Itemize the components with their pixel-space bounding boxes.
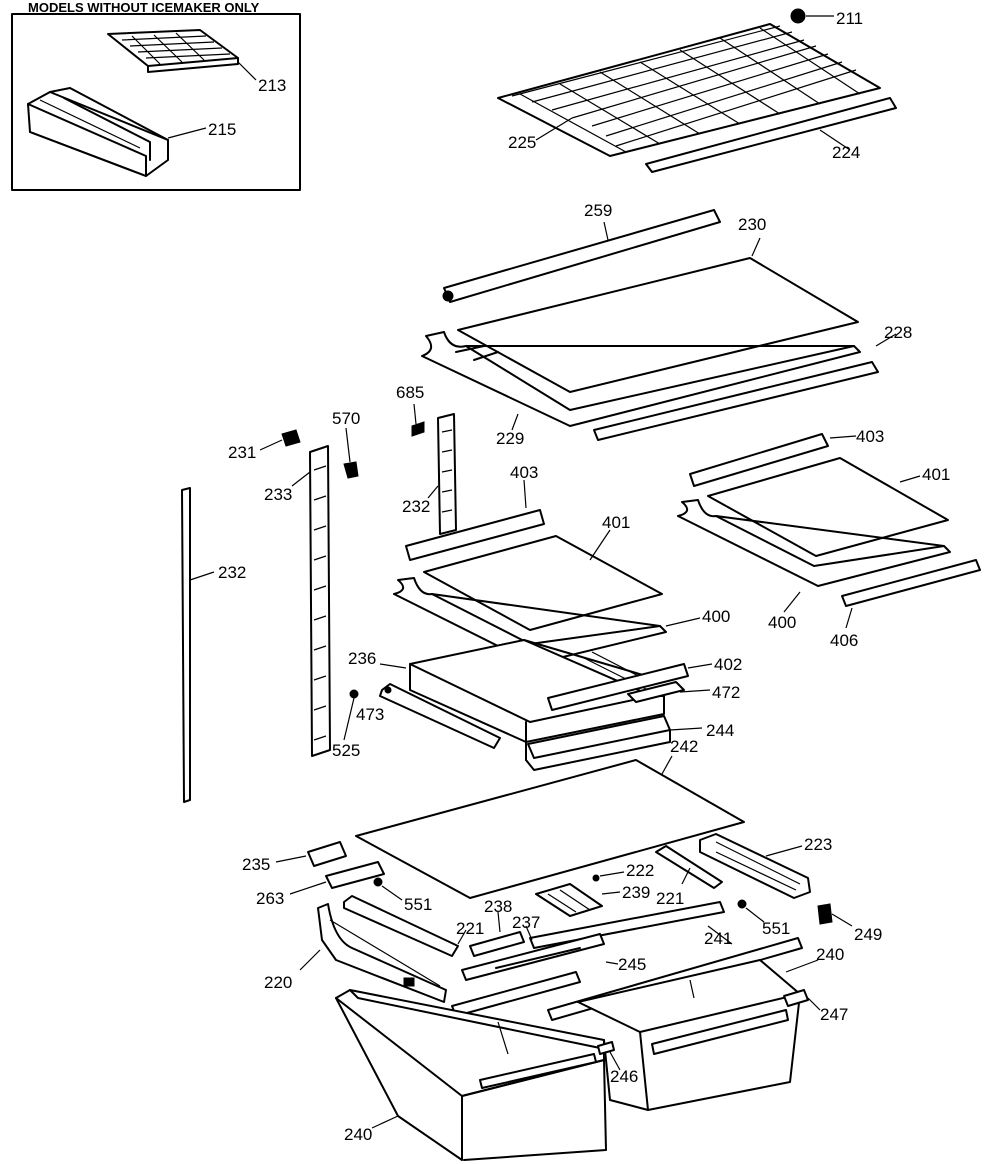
wire-shelf (497, 23, 881, 157)
icemaker-inset: MODELS WITHOUT ICEMAKER ONLY (11, 0, 301, 191)
label-232-center: 232 (402, 497, 430, 516)
label-249: 249 (854, 925, 882, 944)
label-551-left: 551 (404, 895, 432, 914)
label-222: 222 (626, 861, 654, 880)
label-263: 263 (256, 889, 284, 908)
ice-tray (107, 29, 239, 73)
shelf-frame-229 (421, 331, 861, 427)
shelf-rear-trim-228 (593, 361, 879, 441)
screw-525 (343, 689, 359, 741)
label-223: 223 (804, 835, 832, 854)
center-rail-238 (469, 931, 525, 957)
inset-title: MODELS WITHOUT ICEMAKER ONLY (28, 0, 260, 15)
shelf-stop-button (790, 8, 834, 24)
label-259: 259 (584, 201, 612, 220)
shelf-trim-406 (841, 559, 981, 607)
label-232-left: 232 (218, 563, 246, 582)
screw-551-right (737, 899, 765, 923)
pan-cover-trim-402 (547, 663, 689, 711)
label-233: 233 (264, 485, 292, 504)
label-231: 231 (228, 443, 256, 462)
label-246: 246 (610, 1067, 638, 1086)
ice-bin (27, 87, 169, 177)
label-224: 224 (832, 143, 860, 162)
divider-bracket-239 (535, 883, 603, 917)
crisper-frame-220 (317, 903, 447, 1003)
clip-249 (817, 903, 853, 927)
cover-trim-235 (307, 841, 347, 867)
cover-trim-263 (325, 861, 385, 889)
label-211: 211 (836, 9, 863, 28)
label-570: 570 (332, 409, 360, 428)
label-239: 239 (622, 883, 650, 902)
label-228: 228 (884, 323, 912, 342)
shelf-trim-403-right (689, 433, 829, 487)
label-238: 238 (484, 897, 512, 916)
label-220: 220 (264, 973, 292, 992)
label-215: 215 (208, 120, 236, 139)
label-236: 236 (348, 649, 376, 668)
label-406: 406 (830, 631, 858, 650)
label-242: 242 (670, 737, 698, 756)
label-525: 525 (332, 741, 360, 760)
label-247: 247 (820, 1005, 848, 1024)
label-473: 473 (356, 705, 384, 724)
center-rail-237 (529, 901, 725, 949)
cover-support-223 (699, 833, 811, 899)
label-229: 229 (496, 429, 524, 448)
label-221-right: 221 (656, 889, 684, 908)
drawer-handle-246 (597, 1041, 615, 1055)
label-551-right: 551 (762, 919, 790, 938)
label-403-left: 403 (510, 463, 538, 482)
shelf-frame-400-right (677, 499, 951, 587)
label-402: 402 (714, 655, 742, 674)
label-401-left: 401 (602, 513, 630, 532)
label-401-right: 401 (922, 465, 950, 484)
label-685: 685 (396, 383, 424, 402)
divider-222 (592, 871, 625, 882)
crisper-cover-glass-242 (355, 759, 745, 899)
cover-support-221-left (343, 895, 459, 957)
screw-685 (411, 403, 425, 437)
glass-shelf-401-left (423, 535, 663, 631)
cover-support-221-right (655, 845, 723, 889)
rail-232-left (181, 487, 215, 803)
label-400-right: 400 (768, 613, 796, 632)
label-241: 241 (704, 929, 732, 948)
screw-570 (343, 427, 359, 479)
pan-slide-472 (627, 681, 685, 703)
label-225: 225 (508, 133, 536, 152)
label-403-right: 403 (856, 427, 884, 446)
rail-233 (291, 445, 331, 757)
label-240-left: 240 (344, 1125, 372, 1144)
glass-shelf-230 (457, 257, 859, 393)
label-230: 230 (738, 215, 766, 234)
label-213: 213 (258, 76, 286, 95)
rail-232-center (427, 413, 457, 535)
screw-551-left (373, 877, 403, 901)
label-240-right: 240 (816, 945, 844, 964)
wire-shelf-trim (645, 97, 897, 173)
shelf-trim-403-left (405, 509, 545, 561)
label-237: 237 (512, 913, 540, 932)
label-221-left: 221 (456, 919, 484, 938)
clip-231 (259, 429, 301, 451)
shelf-front-trim-259 (442, 209, 721, 303)
label-244: 244 (706, 721, 734, 740)
pan-drawer-244 (525, 715, 671, 771)
crisper-drawer-left-240 (335, 989, 607, 1161)
pan-rail-473-left (379, 683, 501, 749)
crisper-drawer-right-240 (577, 959, 801, 1111)
label-472: 472 (712, 683, 740, 702)
label-400-left: 400 (702, 607, 730, 626)
label-235: 235 (242, 855, 270, 874)
label-245: 245 (618, 955, 646, 974)
part-labels: 213 215 211 225 224 259 230 228 229 685 … (208, 9, 950, 1144)
glass-shelf-401-right (707, 457, 949, 557)
drawer-rail-245 (461, 933, 605, 981)
drawer-handle-247 (783, 989, 809, 1007)
